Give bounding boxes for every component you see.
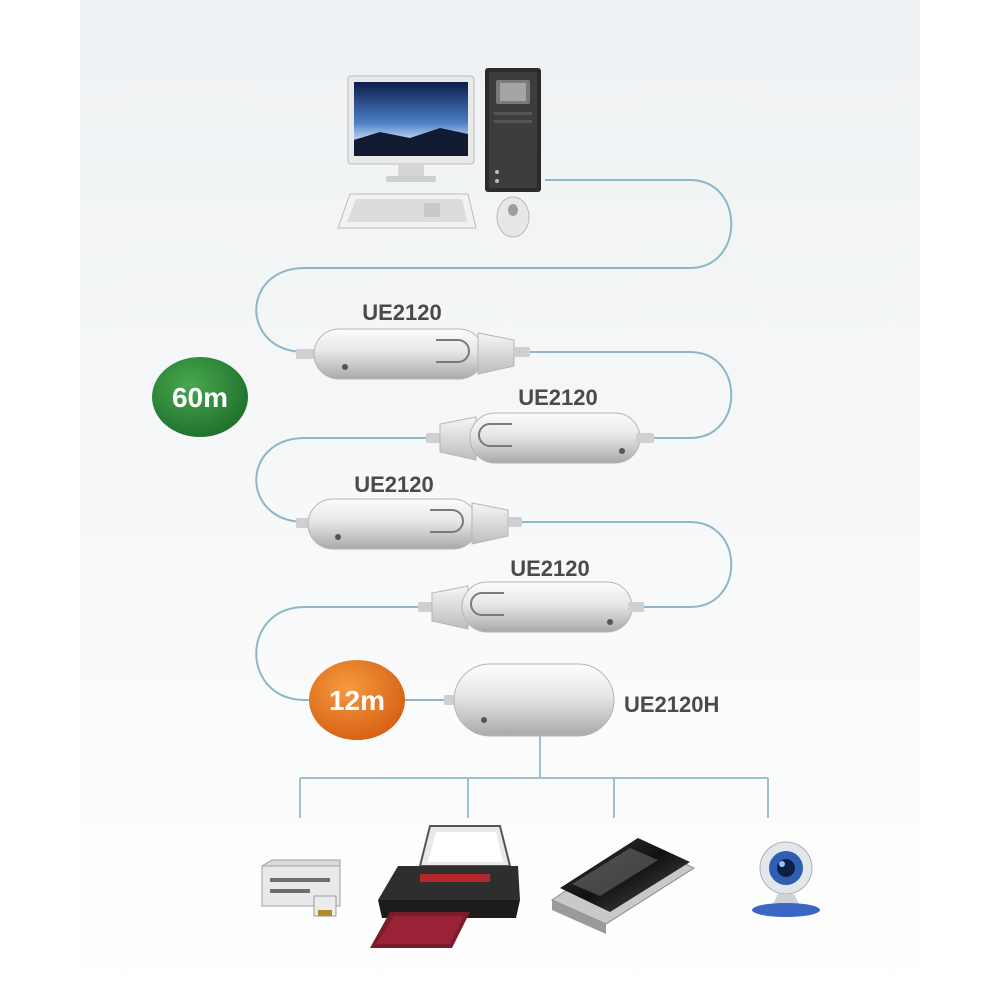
extender-4-label: UE2120 [510, 556, 590, 581]
printer-icon [370, 825, 520, 948]
card-reader-icon [261, 859, 341, 917]
extender-1: UE2120 [296, 300, 530, 380]
keyboard-icon [337, 193, 477, 229]
distance-badge-total: 60m [152, 357, 248, 437]
hub-label: UE2120H [624, 692, 719, 717]
distance-badge-last: 12m [309, 660, 405, 740]
tower-icon [485, 68, 541, 192]
extender-3: UE2120 [296, 472, 522, 550]
monitor-icon [347, 75, 475, 182]
extender-1-label: UE2120 [362, 300, 442, 325]
scanner-icon [550, 838, 696, 934]
webcam-icon [752, 841, 820, 917]
mouse-icon [496, 196, 530, 238]
computer-icon [337, 68, 541, 238]
cable-run [255, 179, 733, 701]
distance-badge-last-text: 12m [329, 685, 385, 716]
extender-4: UE2120 [418, 556, 644, 633]
extender-3-label: UE2120 [354, 472, 434, 497]
extender-2: UE2120 [426, 385, 654, 464]
distance-badge-total-text: 60m [172, 382, 228, 413]
usb-tree [299, 736, 769, 818]
extender-2-label: UE2120 [518, 385, 598, 410]
hub-device: UE2120H [444, 663, 719, 737]
